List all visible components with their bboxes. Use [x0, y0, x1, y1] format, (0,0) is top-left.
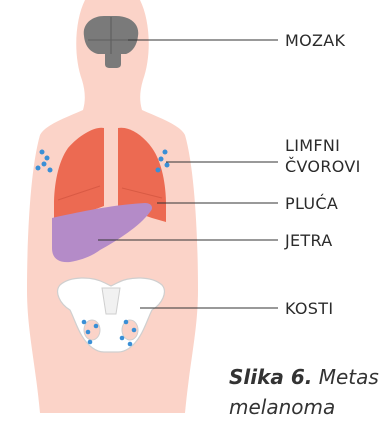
- metastasis-dot: [128, 342, 133, 347]
- metastasis-dot: [48, 168, 53, 173]
- figure-caption: Slika 6. Metas melanoma: [229, 362, 381, 422]
- metastasis-dot: [42, 162, 47, 167]
- metastasis-dot: [45, 156, 50, 161]
- metastasis-dot: [124, 320, 129, 325]
- metastasis-dot: [159, 157, 164, 162]
- label-liver: JETRA: [285, 231, 333, 250]
- metastasis-dot: [165, 163, 170, 168]
- label-bones: KOSTI: [285, 299, 333, 318]
- label-brain: MOZAK: [285, 31, 345, 50]
- metastasis-dot: [86, 330, 91, 335]
- label-lymph-line2: ČVOROVI: [285, 157, 361, 176]
- metastasis-dot: [163, 150, 168, 155]
- metastasis-dot: [40, 150, 45, 155]
- caption-line2: melanoma: [229, 395, 335, 419]
- metastasis-dot: [36, 166, 41, 171]
- label-lymph-line1: LIMFNI: [285, 136, 340, 155]
- metastasis-dot: [94, 324, 99, 329]
- metastasis-dot: [88, 340, 93, 345]
- metastasis-dot: [120, 336, 125, 341]
- caption-line1: Metas: [319, 365, 379, 389]
- obturator-left: [84, 320, 100, 340]
- metastasis-dot: [82, 320, 87, 325]
- label-lungs: PLUĆA: [285, 194, 338, 213]
- metastasis-dot: [132, 328, 137, 333]
- caption-figure-number: Slika 6.: [229, 365, 312, 389]
- metastasis-dot: [156, 168, 161, 173]
